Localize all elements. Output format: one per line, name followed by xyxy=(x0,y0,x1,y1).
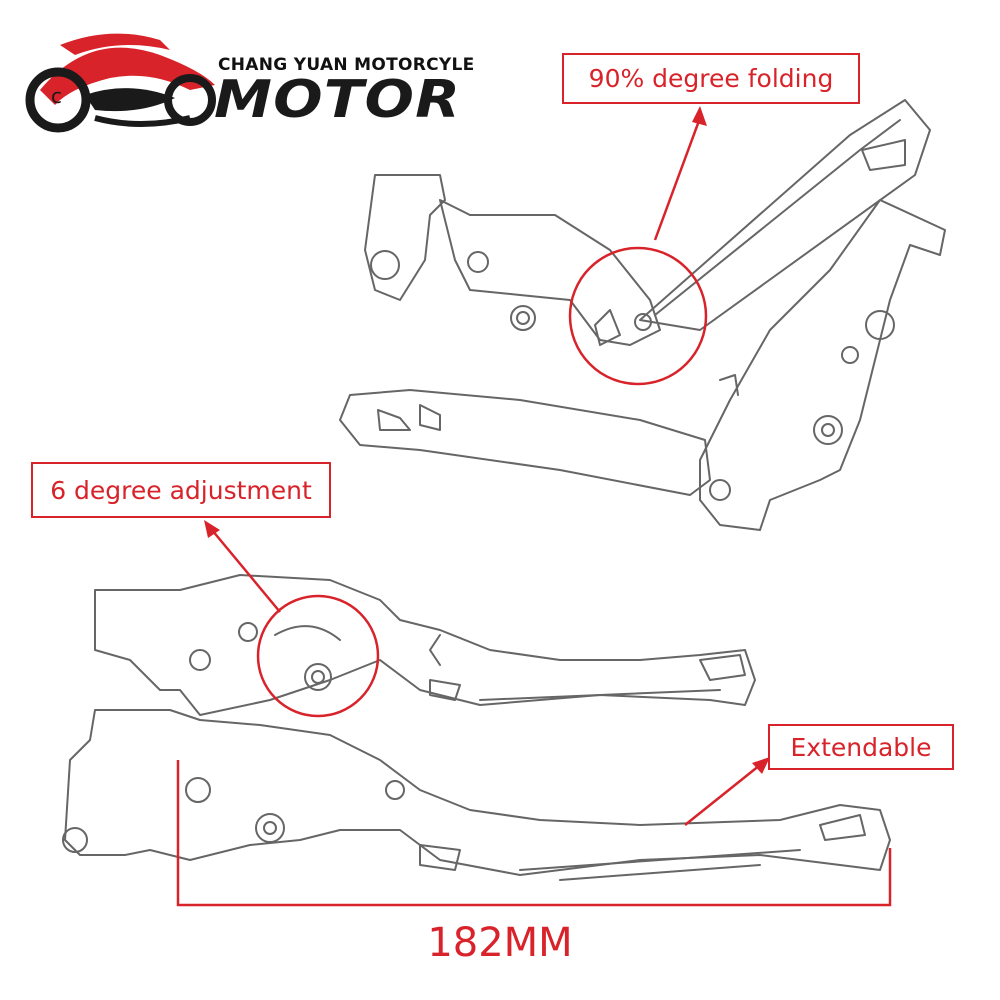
folded-lever-top xyxy=(364,99,931,346)
measurement-bracket xyxy=(176,760,892,907)
adjustment-dial-highlight xyxy=(256,594,380,718)
adjustment-arrow xyxy=(211,529,281,613)
logo-letter: c xyxy=(51,84,62,108)
callout-adjustment: 6 degree adjustment xyxy=(31,462,331,518)
measurement-label: 182MM xyxy=(427,920,573,966)
extended-lever-bottom xyxy=(62,709,891,881)
motorcycle-logo-icon xyxy=(25,33,216,133)
brand-name: MOTOR xyxy=(214,70,462,130)
brand-company-name: CHANG YUAN MOTORCYLE xyxy=(218,55,475,75)
folded-lever-bottom xyxy=(339,199,946,531)
callout-folding: 90% degree folding xyxy=(562,53,860,104)
extendable-arrow xyxy=(684,764,761,826)
folding-arrow xyxy=(653,117,702,241)
folding-joint-highlight xyxy=(568,246,708,386)
callout-extendable: Extendable xyxy=(768,724,954,770)
extended-lever-middle xyxy=(94,574,756,716)
